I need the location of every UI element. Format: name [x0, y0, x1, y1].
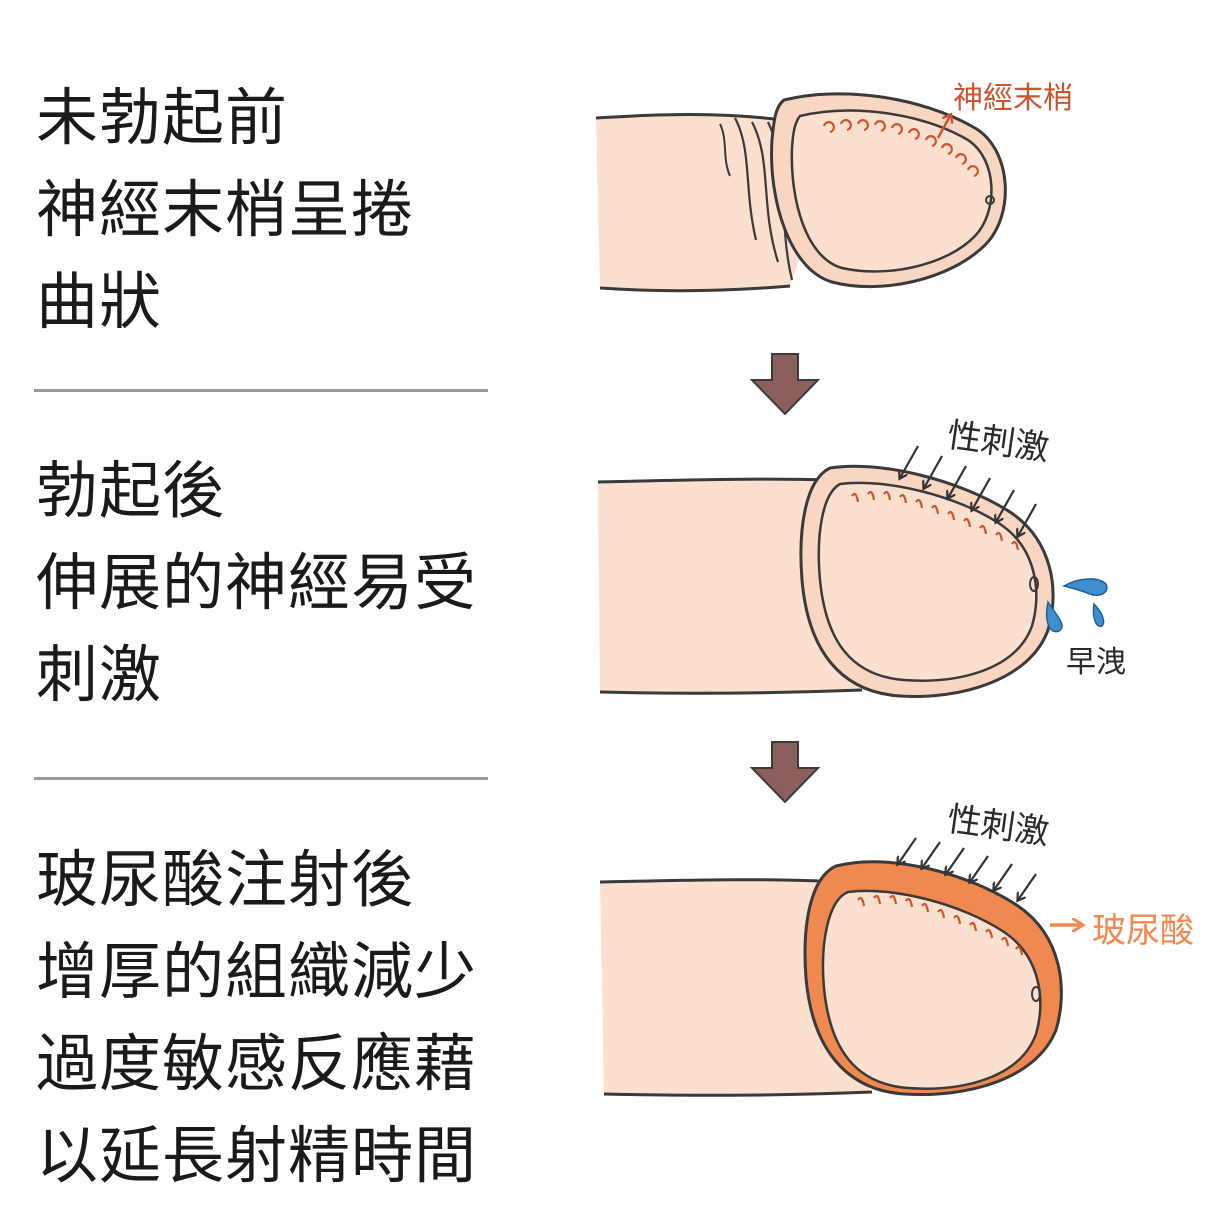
urethral-opening: [1031, 986, 1041, 1002]
text-line: 未勃起前: [36, 81, 289, 154]
text-line: 過度敏感反應藉: [36, 1027, 478, 1100]
text-line: 勃起後: [36, 454, 226, 527]
stimulation-arrows: [898, 837, 1037, 900]
urethral-opening: [1029, 576, 1039, 592]
nerve-endings: [857, 894, 1024, 956]
label-sexual-stimulation: 性刺激: [945, 799, 1052, 853]
divider-2: [34, 777, 488, 780]
nerve-pointer-arrow: [936, 116, 950, 139]
text-line: 玻尿酸注射後: [36, 843, 415, 916]
shaft-shape: [598, 479, 860, 694]
curled-nerve-endings: [822, 119, 979, 178]
shaft-shape: [600, 879, 870, 1096]
section-after-text: 勃起後 伸展的神經易受 刺激: [36, 445, 477, 721]
text-line: 曲狀: [36, 265, 163, 338]
figure-before: 神經末梢: [595, 81, 1073, 293]
section-injection-text: 玻尿酸注射後 增厚的組織減少 過度敏感反應藉 以延長射精時間: [36, 834, 477, 1202]
stretched-nerve-endings: [851, 490, 1020, 551]
label-hyaluronic-acid: 玻尿酸: [1092, 911, 1194, 951]
label-nerve-ending: 神經末梢: [953, 81, 1073, 116]
ejaculation-drops-icon: [1045, 578, 1108, 633]
text-line: 神經末梢呈捲: [36, 173, 415, 246]
down-arrow-1: [749, 353, 821, 416]
urethral-opening: [985, 195, 995, 205]
figure-after: 性刺激 早洩: [597, 415, 1126, 698]
stimulation-arrows: [900, 445, 1037, 536]
text-line: 以延長射精時間: [36, 1119, 478, 1192]
divider-1: [34, 389, 488, 392]
figure-injection: 性刺激 玻尿酸: [599, 799, 1194, 1097]
section-before-text: 未勃起前 神經末梢呈捲 曲狀: [36, 72, 414, 348]
text-line: 伸展的神經易受: [36, 546, 478, 619]
text-line: 刺激: [36, 638, 163, 711]
label-sexual-stimulation: 性刺激: [945, 415, 1052, 469]
down-arrow-2: [749, 741, 821, 804]
label-premature-ejaculation: 早洩: [1066, 645, 1126, 680]
text-line: 增厚的組織減少: [36, 935, 478, 1008]
